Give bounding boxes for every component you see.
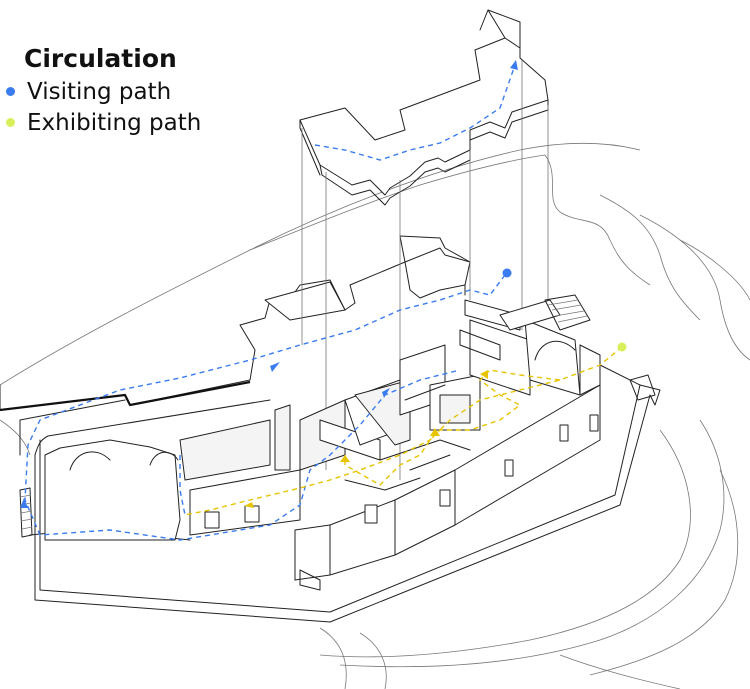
legend-label-visiting: Visiting path xyxy=(27,78,172,105)
upper-floor-plan xyxy=(299,9,549,206)
visiting-path xyxy=(20,60,518,541)
ground-floor-structure xyxy=(19,294,656,591)
legend-item-visiting: Visiting path xyxy=(4,76,201,107)
exhibiting-path xyxy=(184,342,627,516)
terrain-contours xyxy=(0,142,750,689)
retaining-wall xyxy=(0,235,471,456)
legend-title: Circulation xyxy=(24,44,177,73)
legend-item-exhibiting: Exhibiting path xyxy=(4,107,201,138)
legend: Circulation Visiting path Exhibiting pat… xyxy=(4,42,201,138)
platform-outline xyxy=(29,364,661,623)
legend-label-exhibiting: Exhibiting path xyxy=(27,109,202,136)
exhibiting-path-dot-icon xyxy=(6,118,15,127)
visiting-path-dot-icon xyxy=(6,87,15,96)
exhibiting-path-start-marker xyxy=(617,342,627,352)
visiting-path-start-marker xyxy=(502,268,512,278)
